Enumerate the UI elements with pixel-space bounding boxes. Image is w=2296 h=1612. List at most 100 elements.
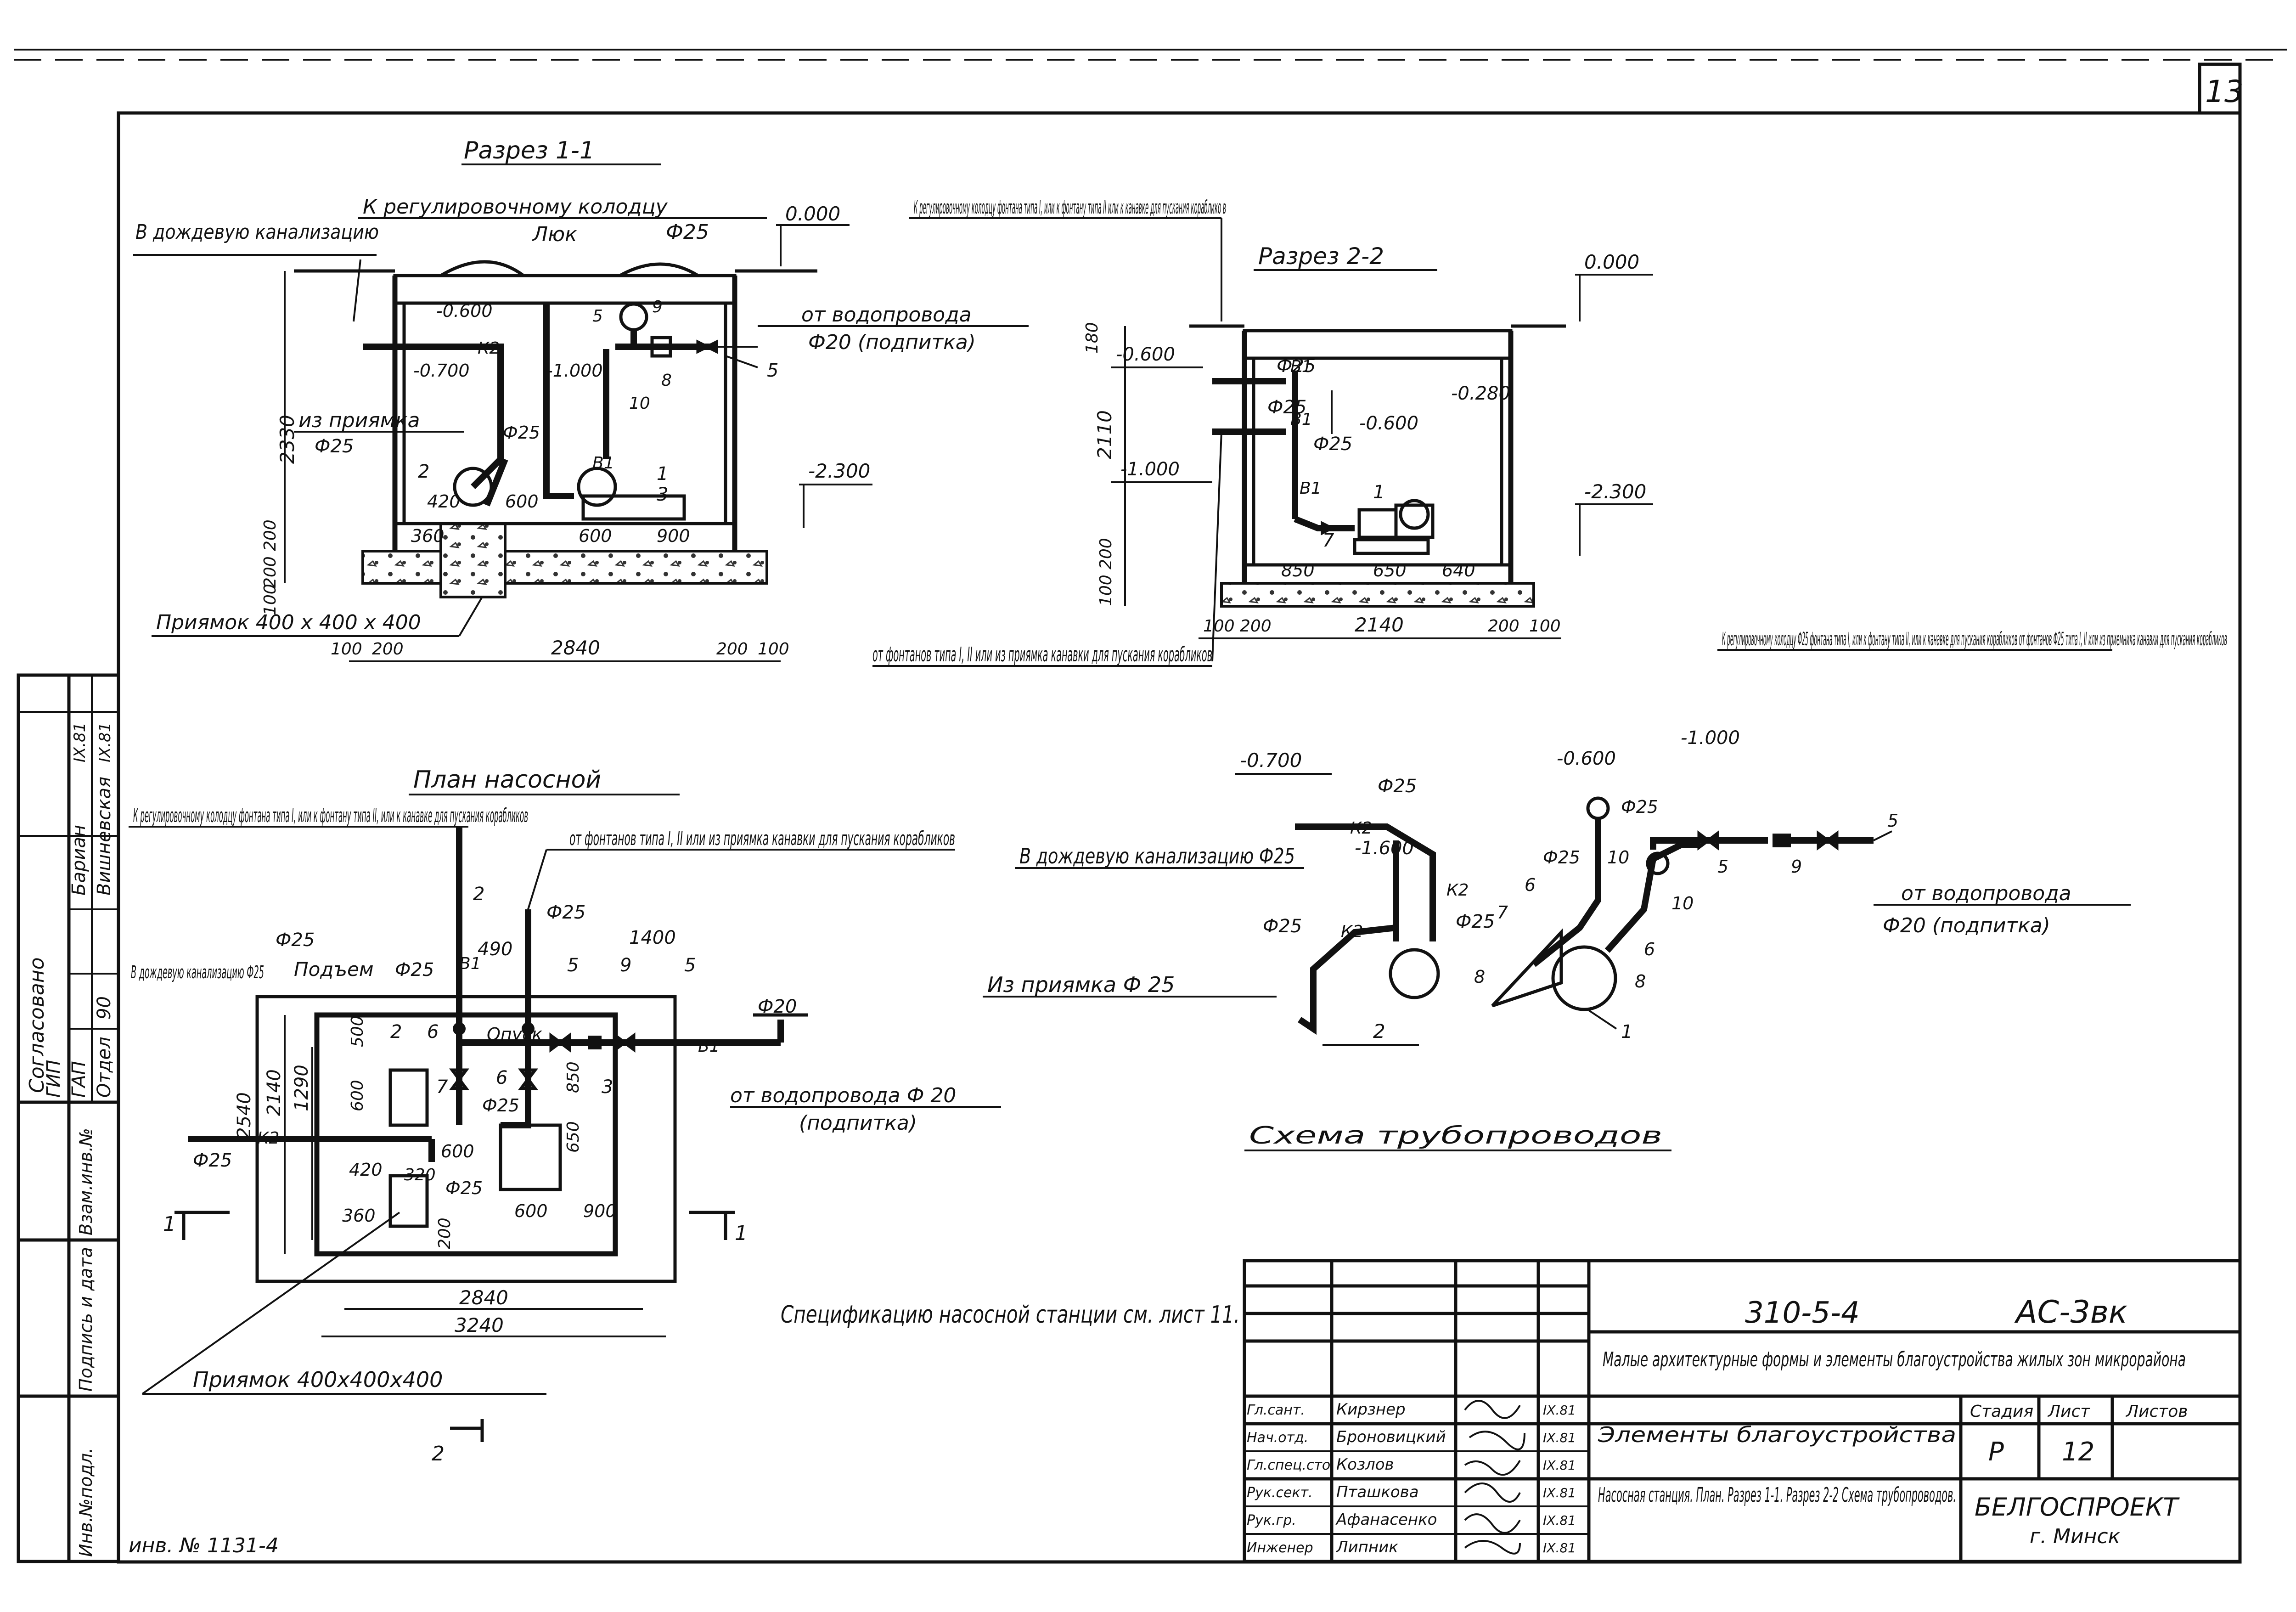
plan-d25-left: Ф25: [193, 1150, 232, 1171]
tb-name-4: Афанасенко: [1335, 1511, 1437, 1529]
plan-dim-600b: 600: [441, 1141, 474, 1161]
s2-dim-180: 180: [1083, 322, 1102, 354]
s2-dim-100: 100: [1097, 575, 1115, 606]
s1-d25-pit: Ф25: [315, 436, 354, 457]
stamp-inv-orig: Инв.№подл.: [76, 1448, 96, 1557]
schema-level-m1000: -1.000: [1681, 727, 1740, 749]
plan-d20: Ф20: [758, 996, 797, 1017]
plan-dim-320: 320: [404, 1166, 436, 1184]
s1-hatch: Люк: [532, 223, 577, 246]
tb-name-0: Кирзнер: [1336, 1400, 1406, 1419]
s1-level-m2300: -2.300: [808, 460, 870, 482]
plan-to-rain-sewer: В дождевую канализацию Ф25: [131, 962, 264, 982]
tb-role-1: Нач.отд.: [1247, 1430, 1308, 1446]
tb-stage: Р: [1988, 1437, 2004, 1467]
s2-level-0: 0.000: [1584, 251, 1639, 273]
s1-from-water: от водопровода: [801, 303, 972, 327]
s1-label-10: 10: [629, 394, 650, 413]
plan-d25-b: Ф25: [546, 902, 585, 923]
schema-d25c: Ф25: [1456, 911, 1495, 932]
s1-label-5b: 5: [767, 360, 778, 381]
schema-label-5a: 5: [1717, 857, 1728, 877]
s1-label-1: 1: [657, 463, 668, 485]
s1-k2: К2: [478, 339, 500, 358]
plan-dim-360: 360: [342, 1206, 376, 1226]
plan: План насосной К регулировочному колодцу …: [129, 766, 1240, 1442]
schema-d25a: Ф25: [1378, 776, 1417, 797]
plan-b1b: В1: [459, 954, 481, 973]
plan-rise: Подъем: [294, 958, 374, 981]
s2-b1c: В1: [1300, 479, 1322, 498]
s1-dim-600: 600: [505, 491, 539, 512]
tb-sheet: 12: [2062, 1437, 2094, 1467]
plan-label-1b: 1: [735, 1222, 748, 1245]
s1-dim-100l: 100: [331, 640, 362, 659]
s2-b1a: В1: [1290, 357, 1312, 376]
schema-title: Схема трубопроводов: [1249, 1122, 1662, 1150]
tb-sheet-h: Лист: [2047, 1402, 2090, 1421]
s2-level-m2300: -2.300: [1584, 480, 1646, 503]
tb-date-5: IX.81: [1543, 1540, 1576, 1556]
plan-k2: К2: [257, 1129, 279, 1148]
plan-dim-850: 850: [564, 1061, 583, 1093]
s1-d20-feed: Ф20 (подпитка): [808, 331, 976, 354]
schema-d20-feed: Ф20 (подпитка): [1883, 914, 2050, 937]
plan-dim-2140: 2140: [264, 1069, 285, 1116]
schema-from-water: от водопровода: [1901, 882, 2071, 905]
s1-dim-100r: 100: [758, 640, 789, 659]
section-2-marker: 2: [432, 1442, 445, 1465]
plan-dim-600: 600: [348, 1080, 367, 1111]
schema-level-m0600: -0.600: [1557, 748, 1616, 769]
s1-dim-100: 100: [261, 584, 280, 615]
s1-dim-420: 420: [427, 491, 461, 512]
plan-label-5b: 5: [684, 955, 696, 976]
tb-date-3: IX.81: [1543, 1485, 1576, 1500]
s2-d25a: Ф25: [1277, 355, 1316, 377]
pipeline-schema: К регулировочному колодцу Ф25 фонтана ти…: [983, 629, 2227, 1151]
plan-label-6b: 6: [496, 1067, 507, 1088]
schema-label-2: 2: [1373, 1020, 1385, 1043]
signatures: [1464, 1400, 1525, 1555]
s2-level-m0280: -0.280: [1451, 383, 1510, 404]
plan-descent: Опуск: [487, 1024, 542, 1044]
s1-b1: В1: [592, 454, 614, 473]
s1-dim-360: 360: [411, 526, 445, 546]
s2-d25b: Ф25: [1267, 397, 1306, 418]
schema-label-6a: 6: [1525, 875, 1536, 895]
title-block: 310-5-4 АС-3вк Малые архитектурные формы…: [1243, 1259, 2242, 1563]
schema-k2c: К2: [1341, 922, 1363, 941]
s1-label-8: 8: [661, 371, 672, 390]
s2-dim-200l: 200: [1240, 617, 1272, 636]
plan-dim-900: 900: [583, 1201, 617, 1221]
plan-dim-2840: 2840: [459, 1286, 508, 1309]
section-1-1-title: Разрез 1-1: [464, 137, 595, 164]
plan-d25-a: Ф25: [276, 930, 315, 951]
s2-level-m1000: -1.000: [1120, 459, 1180, 480]
plan-d25-c: Ф25: [395, 959, 434, 981]
tb-sheets-h: Листов: [2125, 1402, 2188, 1421]
stamp-dept: Отдел: [94, 1037, 115, 1098]
plan-label-6a: 6: [427, 1021, 439, 1043]
s2-label-7: 7: [1322, 530, 1334, 551]
plan-label-7: 7: [436, 1077, 448, 1098]
s2-dim-200r: 200: [1488, 617, 1519, 636]
tb-project: Малые архитектурные формы и элементы бла…: [1603, 1348, 2186, 1371]
s2-from-fountains: от фонтанов типа I, II или из приямка ка…: [872, 643, 1212, 666]
plan-label-2b: 2: [390, 1021, 402, 1043]
plan-title: План насосной: [413, 766, 601, 794]
plan-b1: В1: [698, 1037, 720, 1056]
s2-dim-200: 200: [1097, 538, 1115, 569]
s2-level-m0600b: -0.600: [1359, 413, 1418, 434]
tb-role-3: Рук.сект.: [1247, 1485, 1313, 1501]
plan-dim-1290: 1290: [291, 1065, 312, 1111]
tb-name-2: Козлов: [1336, 1455, 1394, 1474]
schema-label-5b: 5: [1887, 811, 1898, 831]
s2-d25c: Ф25: [1313, 434, 1352, 455]
stamp-name2: Вишневская: [94, 777, 115, 896]
s1-to-reg-well: К регулировочному колодцу: [363, 195, 668, 219]
stamp-inv-swap: Взам.инв.№: [76, 1128, 96, 1235]
s2-dim-2110: 2110: [1093, 410, 1116, 459]
s1-dim-200b: 200: [261, 556, 280, 588]
schema-d25e: Ф25: [1621, 797, 1658, 817]
